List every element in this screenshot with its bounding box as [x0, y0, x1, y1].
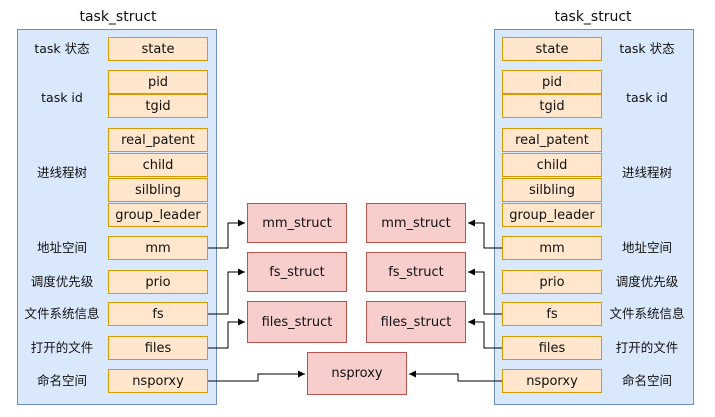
left-label-fs-info: 文件系统信息: [24, 306, 100, 321]
right-label-namespace: 命名空间: [621, 373, 672, 388]
left-label-namespace: 命名空间: [36, 373, 87, 388]
left-mm-struct-box: mm_struct: [247, 203, 347, 243]
right-files-struct-box: files_struct: [366, 301, 466, 343]
right-field-real-patent: real_patent: [502, 128, 602, 152]
right-label-priority: 调度优先级: [615, 274, 679, 289]
arrow-left-fs: [208, 268, 245, 315]
left-field-tgid: tgid: [108, 94, 208, 118]
right-task-struct-title: task_struct: [554, 9, 632, 25]
left-task-struct-title: task_struct: [79, 9, 157, 25]
left-field-real-patent: real_patent: [108, 128, 208, 152]
right-fs-struct-box: fs_struct: [366, 252, 466, 292]
right-field-mm: mm: [502, 236, 602, 260]
left-field-pid: pid: [108, 70, 208, 94]
left-files-struct-box: files_struct: [247, 301, 347, 343]
right-label-task-state: task 状态: [619, 41, 675, 56]
left-field-nsporxy: nsporxy: [108, 369, 208, 393]
arrow-left-nsproxy: [208, 370, 305, 382]
right-mm-struct-box: mm_struct: [366, 203, 466, 243]
arrow-right-mm: [468, 219, 502, 249]
right-field-silbling: silbling: [502, 178, 602, 202]
right-field-prio: prio: [502, 270, 602, 294]
left-field-group-leader: group_leader: [108, 203, 208, 227]
right-field-tgid: tgid: [502, 94, 602, 118]
left-label-address-space: 地址空间: [36, 240, 87, 255]
left-fs-struct-box: fs_struct: [247, 252, 347, 292]
arrow-left-mm: [208, 219, 245, 249]
right-field-files: files: [502, 336, 602, 360]
left-field-files: files: [108, 336, 208, 360]
right-label-task-id: task id: [626, 90, 668, 105]
arrow-right-files: [468, 318, 502, 349]
right-label-address-space: 地址空间: [621, 240, 672, 255]
right-label-fs-info: 文件系统信息: [609, 306, 685, 321]
left-field-prio: prio: [108, 270, 208, 294]
right-field-state: state: [502, 37, 602, 61]
left-label-task-id: task id: [41, 90, 83, 105]
left-field-mm: mm: [108, 236, 208, 260]
arrow-right-fs: [468, 268, 502, 315]
left-label-priority: 调度优先级: [30, 274, 94, 289]
arrow-right-nsproxy: [409, 370, 502, 382]
left-field-fs: fs: [108, 302, 208, 326]
right-field-nsporxy: nsporxy: [502, 369, 602, 393]
right-label-process-tree: 进线程树: [621, 165, 672, 180]
right-field-pid: pid: [502, 70, 602, 94]
left-field-silbling: silbling: [108, 178, 208, 202]
right-field-child: child: [502, 153, 602, 177]
left-label-task-state: task 状态: [34, 41, 90, 56]
right-field-fs: fs: [502, 302, 602, 326]
left-label-process-tree: 进线程树: [36, 165, 87, 180]
left-field-child: child: [108, 153, 208, 177]
right-label-open-files: 打开的文件: [615, 340, 679, 355]
left-label-open-files: 打开的文件: [30, 340, 94, 355]
left-field-state: state: [108, 37, 208, 61]
nsproxy-box: nsproxy: [307, 352, 407, 395]
arrow-left-files: [208, 318, 245, 349]
right-field-group-leader: group_leader: [502, 203, 602, 227]
